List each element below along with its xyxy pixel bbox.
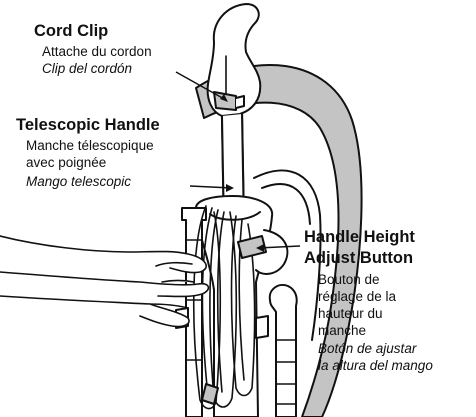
adjust-button-french-1: Bouton de — [318, 272, 380, 288]
telescopic-handle-french-1: Manche télescopique — [26, 138, 154, 154]
cord-clip-hook — [236, 96, 244, 108]
adjust-button-spanish-1: Botón de ajustar — [318, 341, 416, 357]
telescopic-handle-spanish: Mango telescopic — [26, 174, 131, 190]
cord-plug — [202, 384, 218, 404]
telescopic-handle-french-2: avec poignée — [26, 155, 106, 171]
right-hose — [270, 285, 297, 417]
cord-clip-spanish: Clip del cordón — [42, 61, 132, 77]
side-clip — [256, 316, 268, 338]
adjust-button-spanish-2: la altura del mango — [318, 358, 433, 374]
telescopic-handle-title: Telescopic Handle — [16, 116, 160, 135]
adjust-button-french-3: hauteur du — [318, 306, 383, 322]
adjust-button-french-2: réglage de la — [318, 289, 396, 305]
adjust-button-french-4: manche — [318, 323, 366, 339]
cord-clip-french: Attache du cordon — [42, 44, 152, 60]
cord-clip-title: Cord Clip — [34, 22, 108, 41]
adjust-button-title-2: Adjust Button — [304, 249, 413, 268]
hand — [0, 236, 208, 327]
adjust-button-title-1: Handle Height — [304, 228, 415, 247]
